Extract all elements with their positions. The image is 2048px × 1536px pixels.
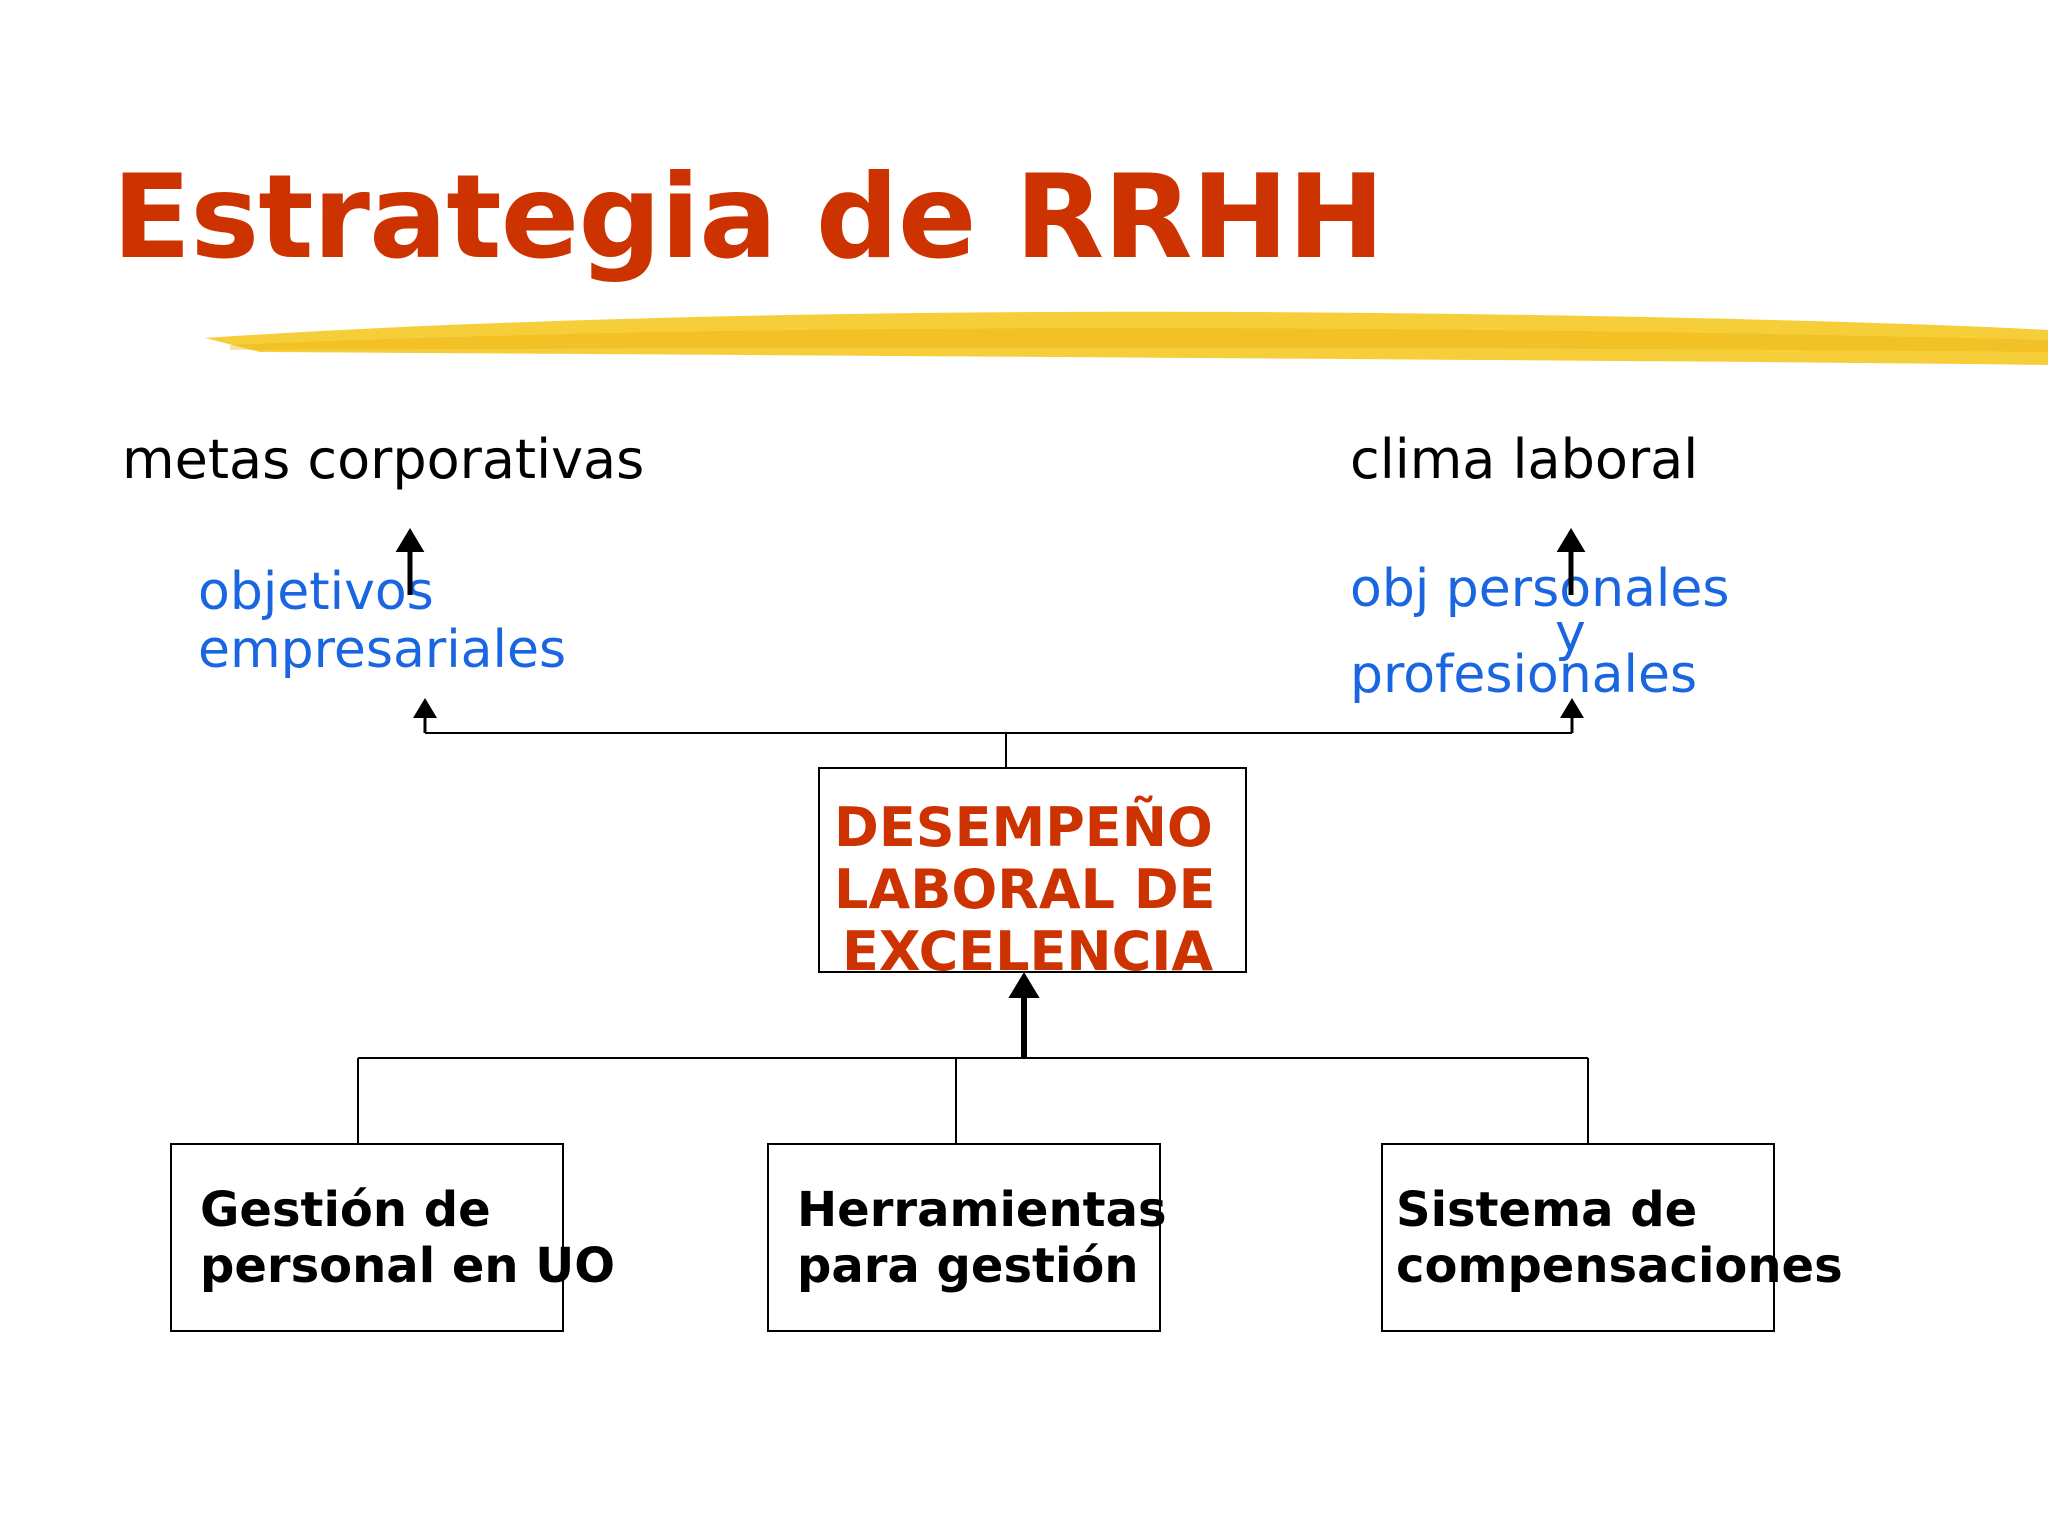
connector-group bbox=[357, 528, 1589, 1143]
slide-title: Estrategia de RRHH bbox=[112, 150, 1385, 285]
bottom-line: Gestión de bbox=[200, 1182, 491, 1238]
bottom-box-personal-text: Gestión de personal en UO bbox=[200, 1182, 615, 1294]
bottom-box-personal bbox=[170, 1143, 564, 1332]
bottom-line: Herramientas bbox=[797, 1182, 1167, 1238]
objective-line: empresariales bbox=[198, 620, 567, 681]
objective-line: objetivos bbox=[198, 562, 434, 622]
objective-line: profesionales bbox=[1350, 645, 1698, 705]
center-line: DESEMPEÑO bbox=[834, 796, 1213, 859]
goal-label-right: clima laboral bbox=[1350, 428, 1699, 491]
bottom-box-tools bbox=[767, 1143, 1161, 1332]
bottom-line: para gestión bbox=[797, 1238, 1139, 1294]
objective-label-left: objetivos empresariales bbox=[198, 562, 567, 681]
bottom-line: Sistema de bbox=[1396, 1182, 1698, 1238]
goal-label-left: metas corporativas bbox=[122, 428, 645, 491]
bottom-box-compensation-text: Sistema de compensaciones bbox=[1396, 1182, 1843, 1294]
arrow-head bbox=[1560, 698, 1584, 718]
arrow-head bbox=[395, 528, 425, 552]
bottom-line: personal en UO bbox=[200, 1238, 616, 1294]
center-box bbox=[818, 767, 1247, 973]
objective-line: y bbox=[1555, 603, 1586, 663]
bottom-box-tools-text: Herramientas para gestión bbox=[797, 1182, 1167, 1294]
center-line: EXCELENCIA bbox=[842, 920, 1214, 983]
objective-line: obj personales bbox=[1350, 559, 1730, 619]
bottom-line: compensaciones bbox=[1396, 1238, 1843, 1294]
arrow-head bbox=[1008, 972, 1040, 998]
objective-label-right: obj personales y profesionales bbox=[1350, 563, 1729, 701]
center-line: LABORAL DE bbox=[834, 858, 1216, 921]
arrow-head bbox=[413, 698, 437, 718]
arrow-head bbox=[1556, 528, 1586, 552]
center-box-text: DESEMPEÑO LABORAL DE EXCELENCIA bbox=[834, 797, 1216, 983]
bottom-box-compensation bbox=[1381, 1143, 1775, 1332]
